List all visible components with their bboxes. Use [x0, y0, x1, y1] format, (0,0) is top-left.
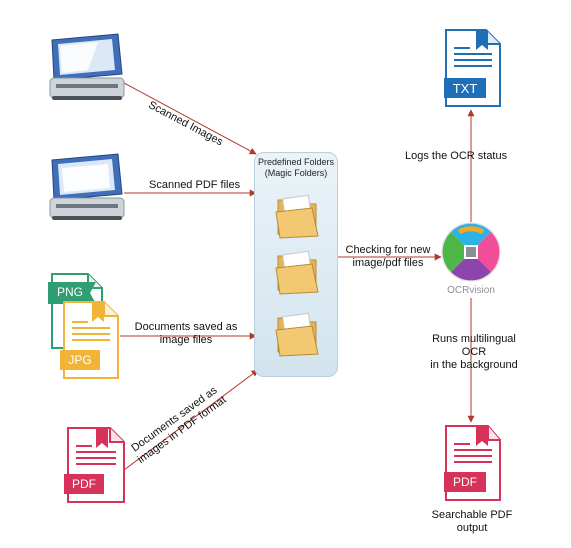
label-checking-line2: image/pdf files [352, 257, 424, 269]
label-runs-line1: Runs multilingual [432, 333, 516, 345]
label-scanned-pdf-files: Scanned PDF files [149, 179, 241, 191]
label-runs-multilingual-ocr: Runs multilingual OCR in the background [414, 333, 534, 372]
png-tag: PNG [56, 285, 83, 299]
label-searchable-pdf-output: Searchable PDF output [412, 509, 532, 535]
label-checking-new-files: Checking for new image/pdf files [338, 244, 438, 270]
label-runs-line2: OCR [461, 346, 487, 358]
arrow-scanned-images [123, 82, 257, 155]
folder-icon [275, 312, 319, 357]
arrow-pdf-format [123, 369, 259, 471]
pdf-input-tag: PDF [72, 477, 96, 491]
label-runs-line3: in the background [430, 359, 518, 371]
label-documents-image-files: Documents saved as image files [126, 321, 246, 347]
label-documents-image-files-line1: Documents saved as [134, 321, 238, 333]
predefined-folders-title-line2: (Magic Folders) [264, 168, 328, 178]
pdf-output-tag: PDF [453, 475, 477, 489]
folder-icon [275, 194, 319, 239]
predefined-folders-title: Predefined Folders (Magic Folders) [254, 157, 338, 179]
predefined-folders-title-line1: Predefined Folders [257, 157, 335, 167]
jpg-tag: JPG [68, 353, 92, 367]
label-logs-ocr-status: Logs the OCR status [405, 150, 508, 162]
label-documents-image-files-line2: image files [159, 334, 213, 346]
label-checking-line1: Checking for new [345, 244, 431, 256]
label-output-line2: output [456, 522, 488, 534]
folder-icon [275, 250, 319, 295]
label-output-line1: Searchable PDF [431, 509, 513, 521]
txt-tag: TXT [452, 81, 478, 96]
ocrvision-app-name: OCRvision [447, 285, 495, 296]
